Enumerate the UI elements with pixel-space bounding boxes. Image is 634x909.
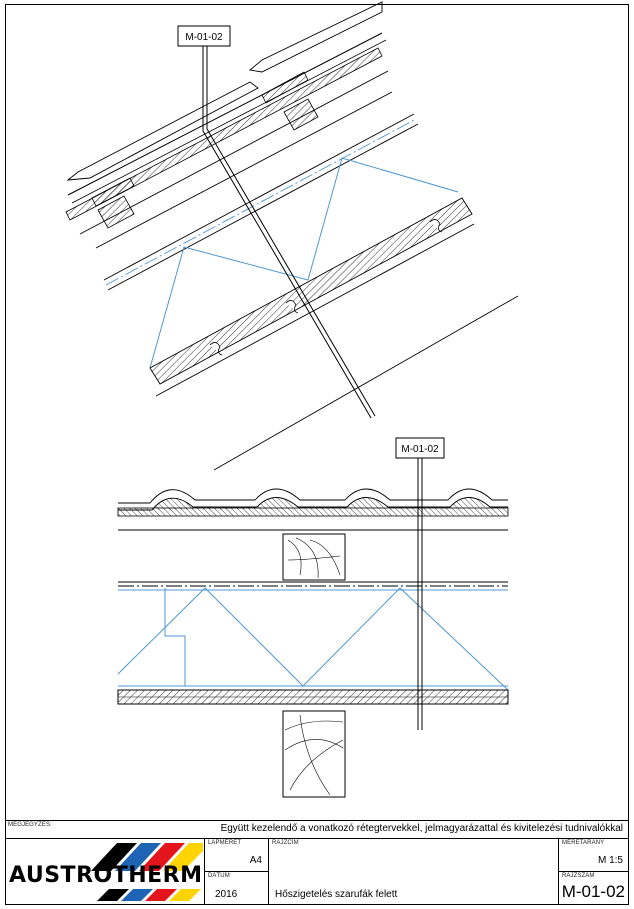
- section-marker-top: M-01-02: [185, 32, 223, 43]
- section-marker-top-box: [177, 25, 231, 47]
- note-label: MEGJEGYZÉS:: [8, 822, 52, 828]
- horizontal-section: [117, 458, 509, 798]
- drawing-sheet-border: [5, 4, 629, 905]
- logo-text: AUSTROTHERM: [9, 863, 203, 888]
- scale-cell: MÉRETARÁNY M 1:5: [559, 838, 629, 871]
- section-marker-bottom-box: [395, 437, 445, 459]
- date-label: DÁTUM: [208, 873, 230, 879]
- scale-value: M 1:5: [597, 855, 623, 866]
- drawing-number-label: RAJZSZÁM: [562, 873, 595, 879]
- drawing-title-cell: RAJZCÍM Hőszigetelés szarufák felett: [269, 838, 559, 905]
- note-text: Együtt kezelendő a vonatkozó rétegtervek…: [220, 823, 623, 834]
- section-marker-bottom: M-01-02: [401, 444, 439, 455]
- drawing-number-value: M-01-02: [561, 882, 625, 901]
- scale-label: MÉRETARÁNY: [562, 840, 605, 846]
- paper-size-value: A4: [249, 855, 262, 866]
- note-row: MEGJEGYZÉS: Együtt kezelendő a vonatkozó…: [5, 820, 629, 838]
- date-value: 2016: [215, 889, 238, 900]
- title-block: MEGJEGYZÉS: Együtt kezelendő a vonatkozó…: [5, 820, 629, 905]
- drawing-title-label: RAJZCÍM: [272, 840, 299, 846]
- logo-cell: AUSTROTHERM: [5, 838, 205, 905]
- paper-size-cell: LAPMÉRET A4: [205, 838, 269, 871]
- sloped-section: [65, 1, 519, 471]
- date-cell: DÁTUM 2016: [205, 871, 269, 905]
- austrotherm-logo-stripes: [91, 843, 203, 901]
- drawing-title-value: Hőszigetelés szarufák felett: [275, 889, 398, 900]
- paper-size-label: LAPMÉRET: [208, 840, 242, 846]
- drawing-number-cell: RAJZSZÁM M-01-02: [559, 871, 629, 905]
